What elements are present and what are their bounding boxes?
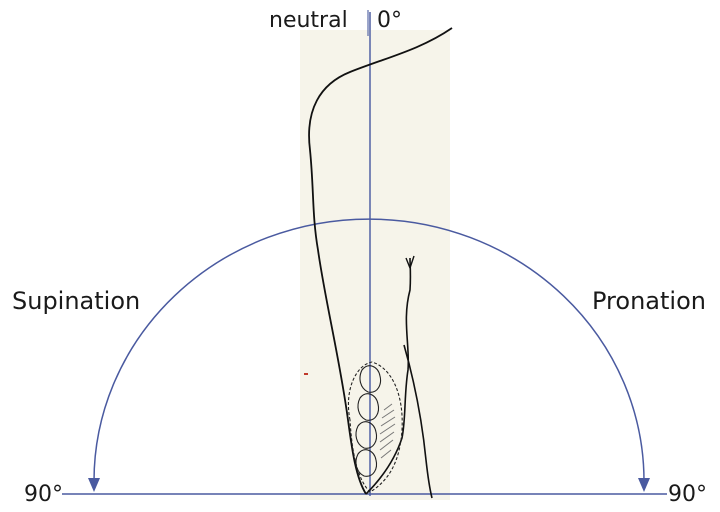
pronation-label: Pronation xyxy=(592,287,706,315)
pronation-arrowhead xyxy=(638,478,650,492)
limb-outline-right xyxy=(403,344,433,499)
left-90-degree-label: 90° xyxy=(24,482,63,507)
neutral-label: neutral xyxy=(269,8,348,33)
limb-outline-tip xyxy=(405,255,415,271)
limb-outline-main xyxy=(308,27,453,495)
right-90-degree-label: 90° xyxy=(668,482,707,507)
supination-arrowhead xyxy=(88,478,100,492)
zero-degree-label: 0° xyxy=(377,8,402,33)
limb-outline-inner xyxy=(365,257,412,495)
hatched-region xyxy=(379,403,396,459)
limb-background-shading xyxy=(300,30,450,500)
phalanges-sketch xyxy=(347,361,403,493)
rotation-arc xyxy=(93,218,645,482)
supination-label: Supination xyxy=(12,287,141,315)
